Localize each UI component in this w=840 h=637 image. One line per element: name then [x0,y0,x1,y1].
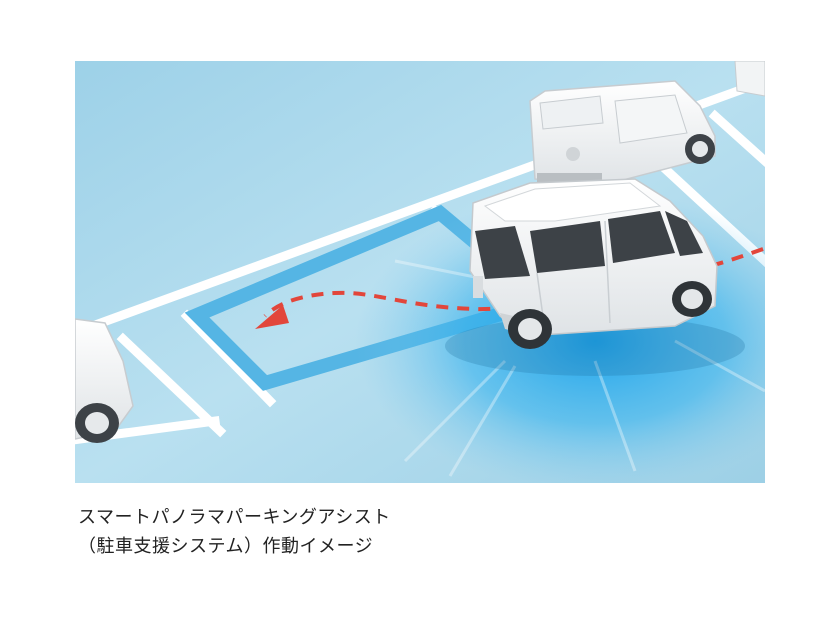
moving-car [445,178,745,376]
parked-car-far-right [734,61,765,97]
sensor-rays [394,259,765,477]
caption: スマートパノラマパーキングアシスト （駐車支援システム）作動イメージ [78,503,778,561]
parked-car-top-right [529,80,716,187]
parked-car-left [75,318,134,443]
caption-line-2: （駐車支援システム）作動イメージ [78,536,374,557]
path-arrowhead [255,305,289,329]
parking-assist-illustration [75,61,765,483]
caption-line-1: スマートパノラマパーキングアシスト [78,507,391,528]
